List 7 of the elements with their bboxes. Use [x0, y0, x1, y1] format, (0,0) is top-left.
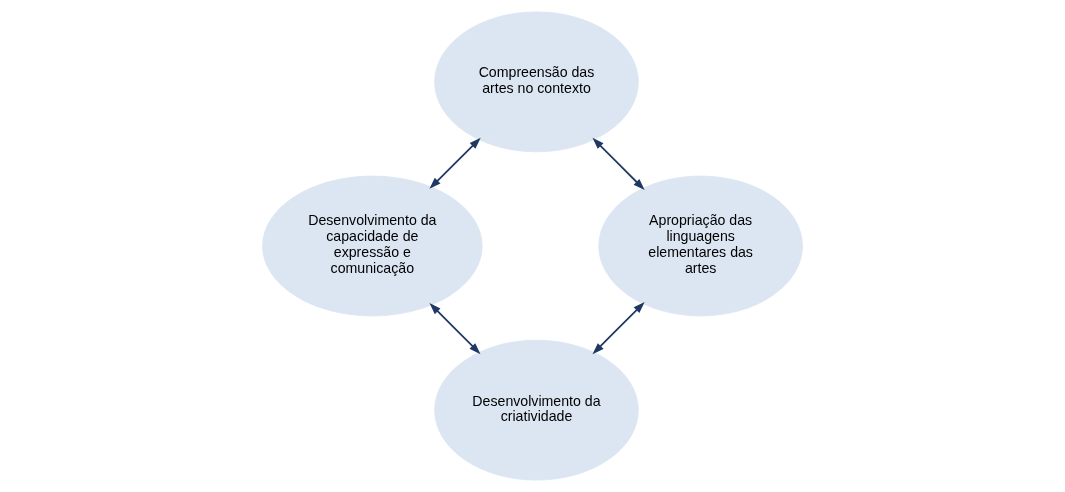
- arrow: [429, 137, 481, 189]
- node-ellipse: Apropriação das linguagens elementares das artes: [598, 175, 803, 317]
- arrow: [592, 301, 645, 355]
- node-ellipse: Compreensão das artes no contexto: [434, 11, 639, 153]
- arrow: [592, 137, 645, 190]
- arrow: [429, 303, 481, 355]
- node-ellipse: Desenvolvimento da criatividade: [434, 339, 639, 481]
